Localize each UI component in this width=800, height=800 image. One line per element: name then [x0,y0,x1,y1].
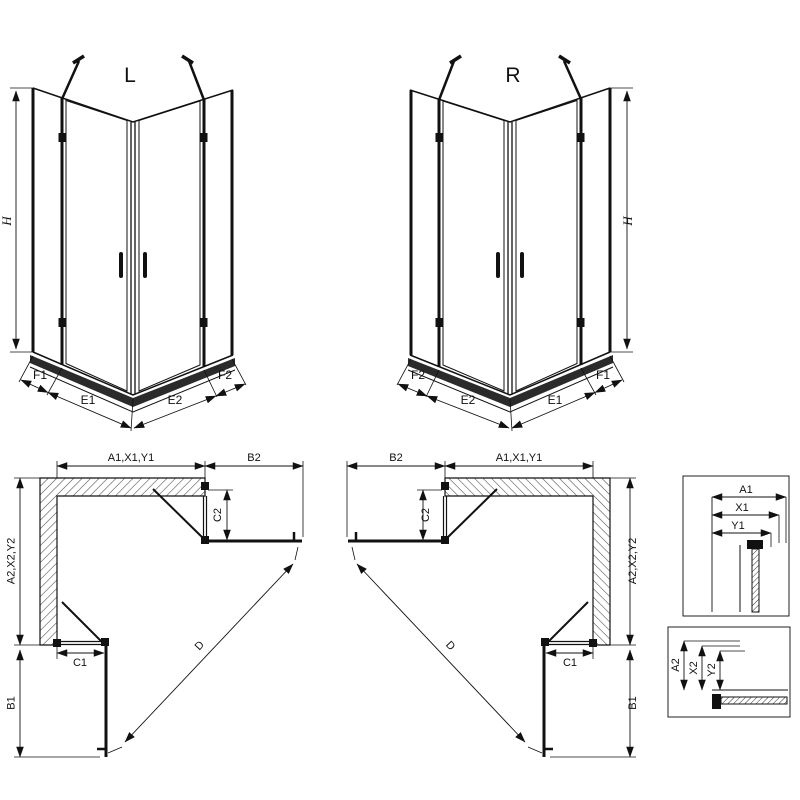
dim-label-h-left: H [0,216,14,227]
dim-label-d-plan-right: D [443,639,457,653]
dim-label-b1-plan-left: B1 [6,696,18,709]
dim-label-a1-plan-left: A1,X1,Y1 [108,452,154,464]
dim-label-d-plan-left: D [193,639,207,653]
dim-label-e1-right: E1 [548,393,563,407]
detail-profile-top [682,475,790,617]
dim-label-f2-left: F2 [218,368,232,382]
dim-label-b2-plan-left: B2 [247,452,260,464]
dim-label-f1-left: F1 [33,368,47,382]
dim-label-b1-plan-right: B1 [627,696,639,709]
dim-label-c2-plan-left: C2 [212,508,224,522]
dim-label-x2-detail: X2 [688,661,700,674]
dim-label-a2-plan-left: A2,X2,Y2 [6,538,18,584]
dim-label-e2-right: E2 [461,393,476,407]
view-title-left: L [124,64,136,87]
labels: L H F1 E1 E2 F2 R H F2 E2 E1 F1 A1,X1,Y1… [0,64,753,710]
dim-label-a2-plan-right: A2,X2,Y2 [627,538,639,584]
detail-profile-bottom [667,626,791,718]
elevation-left-geometry [10,54,247,432]
dim-label-e2-left: E2 [168,393,183,407]
dim-label-x1-detail: X1 [735,502,748,514]
dim-label-f1-right: F1 [596,368,610,382]
plan-right-geometry [347,461,636,757]
dim-label-c2-plan-right: C2 [420,508,432,522]
dim-label-a2-detail: A2 [670,658,682,671]
dim-label-b2-plan-right: B2 [389,452,402,464]
dim-label-a1-detail: A1 [739,484,752,496]
dim-label-h-right: H [620,216,635,227]
dim-label-f2-right: F2 [411,368,425,382]
dim-label-y1-detail: Y1 [731,520,744,532]
dim-label-y2-detail: Y2 [706,663,718,676]
plan-left-geometry [14,461,304,758]
dim-label-e1-left: E1 [81,393,96,407]
dim-label-c1-plan-left: C1 [73,657,87,669]
view-title-right: R [505,64,520,87]
dim-label-c1-plan-right: C1 [563,657,577,669]
dim-label-a1-plan-right: A1,X1,Y1 [496,452,542,464]
